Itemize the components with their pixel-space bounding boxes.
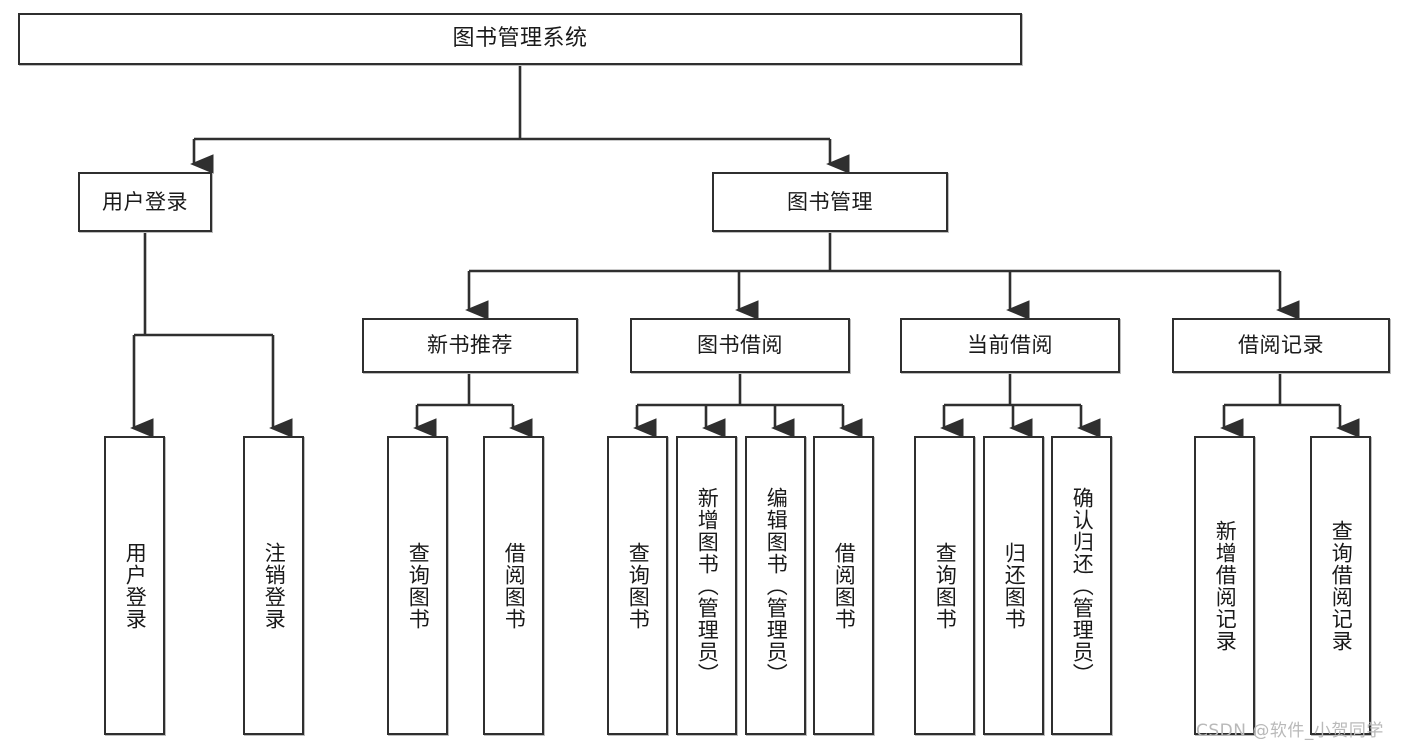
leaf-query-borrow-record[interactable]: 查询借阅记录: [1310, 436, 1371, 735]
leaf-confirm-return-admin[interactable]: 确认归还（管理员）: [1051, 436, 1112, 735]
leaf-borrow-books[interactable]: 借阅图书: [813, 436, 874, 735]
node-label: 当前借阅: [967, 333, 1053, 358]
node-new-book-recommend[interactable]: 新书推荐: [362, 318, 578, 373]
node-label: 确认归还（管理员）: [1070, 486, 1095, 685]
node-label: 注销登录: [262, 541, 287, 630]
node-label: 新增图书（管理员）: [695, 486, 720, 685]
leaf-return-books[interactable]: 归还图书: [983, 436, 1044, 735]
node-current-borrow[interactable]: 当前借阅: [900, 318, 1120, 373]
node-label: 查询图书: [626, 541, 651, 630]
node-label: 图书借阅: [697, 333, 783, 358]
leaf-query-books-recommend[interactable]: 查询图书: [387, 436, 448, 735]
node-borrow-records[interactable]: 借阅记录: [1172, 318, 1390, 373]
node-label: 新书推荐: [427, 333, 513, 358]
node-book-management[interactable]: 图书管理: [712, 172, 948, 232]
leaf-add-book-admin[interactable]: 新增图书（管理员）: [676, 436, 737, 735]
node-label: 归还图书: [1002, 541, 1027, 630]
node-label: 用户登录: [123, 541, 148, 630]
node-label: 查询图书: [406, 541, 431, 630]
leaf-query-books-current[interactable]: 查询图书: [914, 436, 975, 735]
leaf-user-login[interactable]: 用户登录: [104, 436, 165, 735]
node-label: 查询图书: [933, 541, 958, 630]
leaf-logout[interactable]: 注销登录: [243, 436, 304, 735]
node-label: 借阅图书: [502, 541, 527, 630]
leaf-query-books-borrow[interactable]: 查询图书: [607, 436, 668, 735]
node-label: 图书管理系统: [452, 26, 588, 52]
node-label: 用户登录: [102, 189, 188, 214]
node-label: 查询借阅记录: [1329, 519, 1354, 652]
node-label: 编辑图书（管理员）: [764, 486, 789, 685]
node-label: 借阅记录: [1238, 333, 1324, 358]
node-user-login[interactable]: 用户登录: [78, 172, 212, 232]
leaf-borrow-books-recommend[interactable]: 借阅图书: [483, 436, 544, 735]
leaf-add-borrow-record[interactable]: 新增借阅记录: [1194, 436, 1255, 735]
leaf-edit-book-admin[interactable]: 编辑图书（管理员）: [745, 436, 806, 735]
node-book-borrow[interactable]: 图书借阅: [630, 318, 850, 373]
node-label: 借阅图书: [832, 541, 857, 630]
node-label: 新增借阅记录: [1213, 519, 1238, 652]
csdn-watermark: CSDN @软件_小贺同学: [1196, 721, 1384, 741]
node-label: 图书管理: [787, 189, 873, 214]
node-root-system[interactable]: 图书管理系统: [18, 13, 1022, 65]
